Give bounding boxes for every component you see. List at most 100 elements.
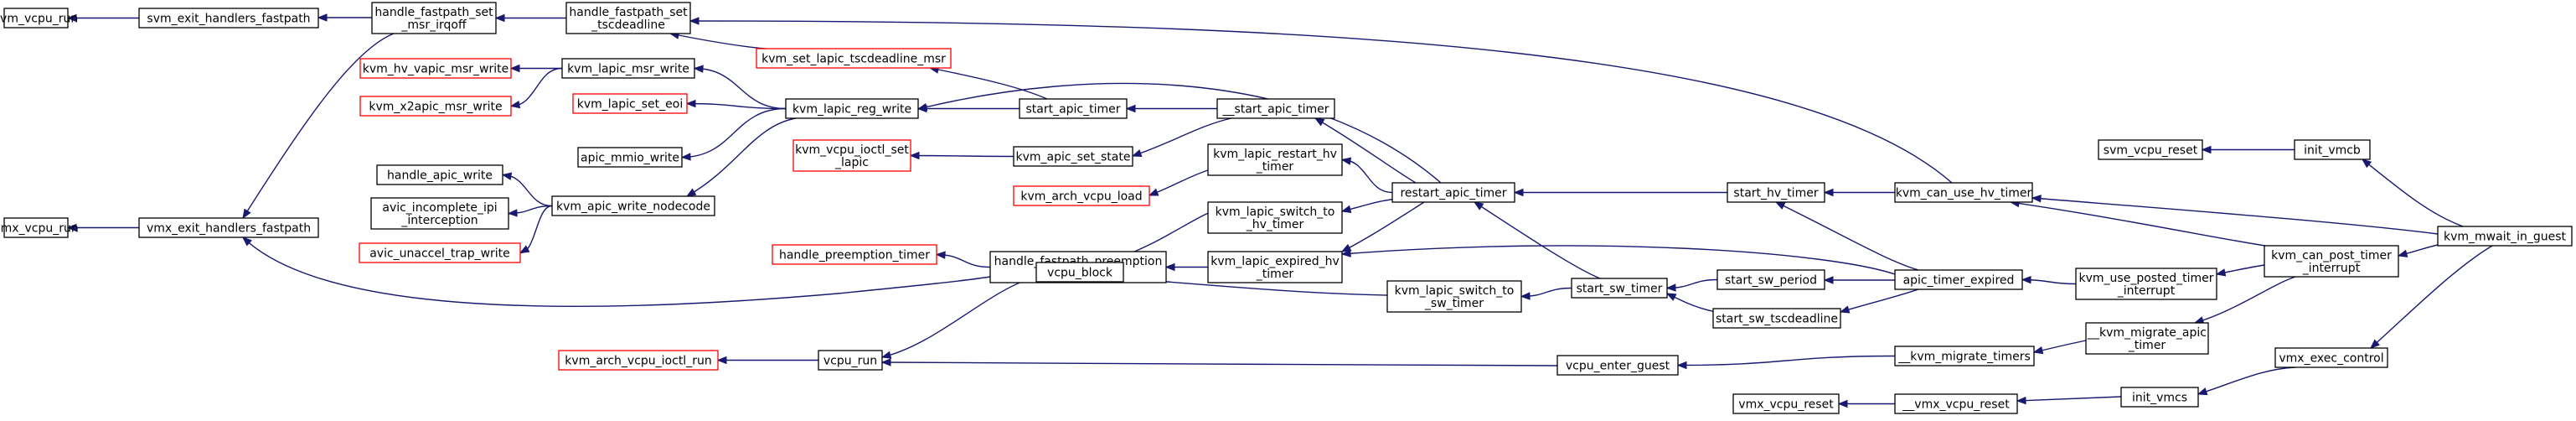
edge-line <box>929 67 1048 100</box>
node-kvm-lapic-set-eoi[interactable]: kvm_lapic_set_eoi <box>572 93 688 114</box>
node-kvm-apic-set-state[interactable]: kvm_apic_set_state <box>1013 146 1133 167</box>
node-start-sw-tscdeadline[interactable]: start_sw_tscdeadline <box>1712 308 1841 329</box>
node-restart-apic-timer[interactable]: restart_apic_timer <box>1391 182 1515 203</box>
edge-vcpu-run-to-vcpu-block <box>880 276 1037 359</box>
node-box <box>376 164 503 185</box>
node-init-vmcs[interactable]: init_vmcs <box>2120 387 2199 408</box>
node-label: vcpu_run <box>823 355 877 368</box>
node-label: svm_exit_handlers_fastpath <box>147 13 310 26</box>
node-start-apic-timer[interactable]: __start_apic_timer <box>1216 98 1335 119</box>
arrowhead <box>1665 283 1676 292</box>
edge-restart-apic-timer-to-start-hv-timer <box>1513 188 1727 197</box>
node-box <box>1019 98 1128 119</box>
arrowhead <box>2397 249 2408 257</box>
node-start-sw-timer[interactable]: start_sw_timer <box>1571 278 1668 299</box>
node-avic-incomplete-ipi-interception[interactable]: avic_incomplete_ipi_interception <box>370 197 509 230</box>
node-kvm-arch-vcpu-ioctl-run[interactable]: kvm_arch_vcpu_ioctl_run <box>558 350 719 371</box>
node-box <box>1894 269 2023 290</box>
edge-line <box>2197 366 2296 395</box>
node-box <box>577 147 683 168</box>
node-kvm-migrate-apic-timer[interactable]: __kvm_migrate_apic_timer <box>2085 322 2209 355</box>
node-kvm-set-lapic-tscdeadline-msr[interactable]: kvm_set_lapic_tscdeadline_msr <box>756 48 952 69</box>
edge-handle-fastpath-set-tscdeadline-to-kvm-can-use-hv-timer <box>689 17 1953 184</box>
node-box <box>1894 182 2033 203</box>
node-box <box>1386 280 1522 313</box>
node-kvm-can-use-hv-timer[interactable]: kvm_can_use_hv_timer <box>1894 182 2033 203</box>
node-kvm-x2apic-msr-write[interactable]: kvm_x2apic_msr_write <box>359 96 512 117</box>
node-svm-vcpu-reset[interactable]: svm_vcpu_reset <box>2098 139 2203 160</box>
node-kvm-lapic-switch-to-sw-timer[interactable]: kvm_lapic_switch_to_sw_timer <box>1386 280 1522 313</box>
node-kvm-vcpu-ioctl-set-lapic[interactable]: kvm_vcpu_ioctl_set_lapic <box>792 139 911 172</box>
node-vcpu-block[interactable]: vcpu_block <box>1035 262 1124 283</box>
arrowhead <box>501 172 513 180</box>
arrowhead <box>909 151 920 160</box>
node-kvm-lapic-expired-hv-timer[interactable]: kvm_lapic_expired_hv_timer <box>1207 251 1343 283</box>
node-label: avic_incomplete_ipi <box>382 201 497 215</box>
arrowhead <box>716 356 727 365</box>
edge-line <box>1840 288 1919 313</box>
arrowhead <box>2215 268 2227 277</box>
node-label: init_vmcs <box>2132 392 2187 405</box>
node-kvm-lapic-msr-write[interactable]: kvm_lapic_msr_write <box>561 58 695 79</box>
edge-start-apic-timer-to-restart-apic-timer <box>1314 117 1417 184</box>
node-label: apic_timer_expired <box>1903 274 2015 288</box>
node-handle-preemption-timer[interactable]: handle_preemption_timer <box>772 244 937 265</box>
node-label: _interrupt <box>2117 284 2176 298</box>
arrowhead <box>2197 387 2208 396</box>
node-apic-timer-expired[interactable]: apic_timer_expired <box>1894 269 2023 290</box>
node-kvm-arch-vcpu-load[interactable]: kvm_arch_vcpu_load <box>1013 185 1150 206</box>
edge-line <box>881 361 1558 366</box>
node-box <box>1894 346 2035 366</box>
arrowhead <box>2032 346 2044 355</box>
node-label: kvm_lapic_switch_to <box>1395 284 1515 298</box>
edge-line <box>1341 245 1896 275</box>
node-svm-vcpu-run[interactable]: svm_vcpu_run <box>0 8 78 29</box>
node-handle-fastpath-set-tscdeadline[interactable]: handle_fastpath_set_tscdeadline <box>565 2 691 34</box>
node-vmx-exit-handlers-fastpath[interactable]: vmx_exit_handlers_fastpath <box>138 217 319 238</box>
node-kvm-migrate-timers[interactable]: __kvm_migrate_timers <box>1894 346 2035 366</box>
node-vmx-vcpu-reset[interactable]: vmx_vcpu_reset <box>1732 393 1840 414</box>
node-svm-exit-handlers-fastpath[interactable]: svm_exit_handlers_fastpath <box>138 8 319 29</box>
node-handle-apic-write[interactable]: handle_apic_write <box>376 164 503 185</box>
node-vmx-vcpu-run[interactable]: vmx_vcpu_run <box>0 217 79 238</box>
node-label: kvm_hv_vapic_msr_write <box>363 63 508 76</box>
node-label: _timer <box>1256 268 1294 281</box>
node-box <box>1207 251 1343 283</box>
node-vmx-exec-control[interactable]: vmx_exec_control <box>2274 347 2388 368</box>
node-label: kvm_lapic_msr_write <box>567 63 689 76</box>
node-kvm-lapic-restart-hv-timer[interactable]: kvm_lapic_restart_hv_timer <box>1207 143 1343 176</box>
arrowhead <box>693 65 704 73</box>
node-kvm-lapic-reg-write[interactable]: kvm_lapic_reg_write <box>785 98 919 119</box>
node-handle-fastpath-set-msr-irqoff[interactable]: handle_fastpath_set_msr_irqoff <box>371 2 497 34</box>
node-box <box>1571 278 1668 299</box>
edge-vmx-exit-handlers-fastpath-to-handle-fastpath-set-msr-irqoff <box>242 33 395 220</box>
node-apic-mmio-write[interactable]: apic_mmio_write <box>577 147 683 168</box>
node-label: svm_vcpu_reset <box>2104 144 2198 158</box>
node-box <box>1013 146 1133 167</box>
node-kvm-mwait-in-guest[interactable]: kvm_mwait_in_guest <box>2437 226 2573 247</box>
arrowhead <box>2370 339 2380 349</box>
edge-line <box>242 33 395 219</box>
node-kvm-hv-vapic-msr-write[interactable]: kvm_hv_vapic_msr_write <box>359 58 512 79</box>
node-start-apic-timer[interactable]: start_apic_timer <box>1019 98 1128 119</box>
node-start-sw-period[interactable]: start_sw_period <box>1716 269 1825 290</box>
node-vcpu-run[interactable]: vcpu_run <box>818 350 883 371</box>
node-kvm-use-posted-timer-interrupt[interactable]: kvm_use_posted_timer_interrupt <box>2075 268 2217 300</box>
node-label: kvm_lapic_restart_hv <box>1213 148 1337 161</box>
node-kvm-apic-write-nodecode[interactable]: kvm_apic_write_nodecode <box>551 195 715 216</box>
node-avic-unaccel-trap-write[interactable]: avic_unaccel_trap_write <box>359 242 521 263</box>
node-label: handle_preemption_timer <box>779 249 930 262</box>
node-label: __kvm_migrate_apic <box>2087 326 2207 340</box>
node-vmx-vcpu-reset[interactable]: __vmx_vcpu_reset <box>1894 393 2018 414</box>
node-start-hv-timer[interactable]: start_hv_timer <box>1727 182 1825 203</box>
node-label: kvm_mwait_in_guest <box>2444 231 2567 244</box>
node-init-vmcb[interactable]: init_vmcb <box>2294 139 2371 160</box>
edge-svm-vcpu-run-to-svm-exit-handlers-fastpath <box>66 13 139 23</box>
node-kvm-lapic-switch-to-hv-timer[interactable]: kvm_lapic_switch_to_hv_timer <box>1207 201 1343 234</box>
edge-line <box>2016 396 2122 402</box>
arrowhead <box>1340 249 1351 257</box>
node-vcpu-enter-guest[interactable]: vcpu_enter_guest <box>1556 355 1679 376</box>
edge-line <box>881 276 1037 358</box>
node-kvm-can-post-timer-interrupt[interactable]: kvm_can_post_timer_interrupt <box>2264 245 2399 278</box>
